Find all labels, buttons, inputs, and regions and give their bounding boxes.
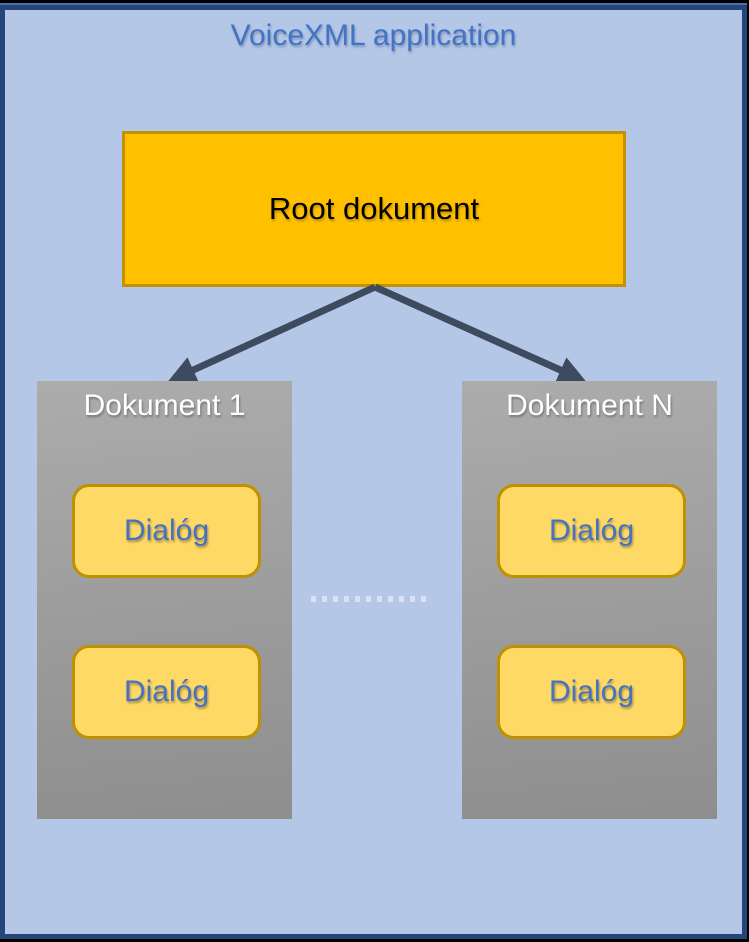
dialog-label: Dialóg (548, 675, 635, 708)
root-document-box: Root dokument (122, 131, 626, 287)
document-n-label: Dokument N (506, 389, 673, 422)
document-1-dialog-1: Dialóg (72, 484, 261, 578)
frame-highlight-line (0, 3, 747, 6)
document-1-dialog-2: Dialóg (72, 645, 261, 739)
document-n-dialog-1: Dialóg (497, 484, 686, 578)
diagram-canvas: VoiceXML application Root dokument Dokum… (0, 5, 747, 939)
root-document-label: Root dokument (268, 191, 480, 226)
arrow-left (167, 283, 377, 383)
document-box-1: Dokument 1 Dialóg Dialóg (37, 381, 292, 819)
document-1-label: Dokument 1 (83, 389, 246, 422)
ellipsis-dotted-separator (311, 596, 429, 602)
diagram-title: VoiceXML application (230, 19, 517, 52)
document-box-n: Dokument N Dialóg Dialóg (462, 381, 717, 819)
dialog-label: Dialóg (123, 675, 210, 708)
dialog-label: Dialóg (123, 514, 210, 547)
arrow-right (373, 283, 587, 383)
dialog-label: Dialóg (548, 514, 635, 547)
document-n-dialog-2: Dialóg (497, 645, 686, 739)
